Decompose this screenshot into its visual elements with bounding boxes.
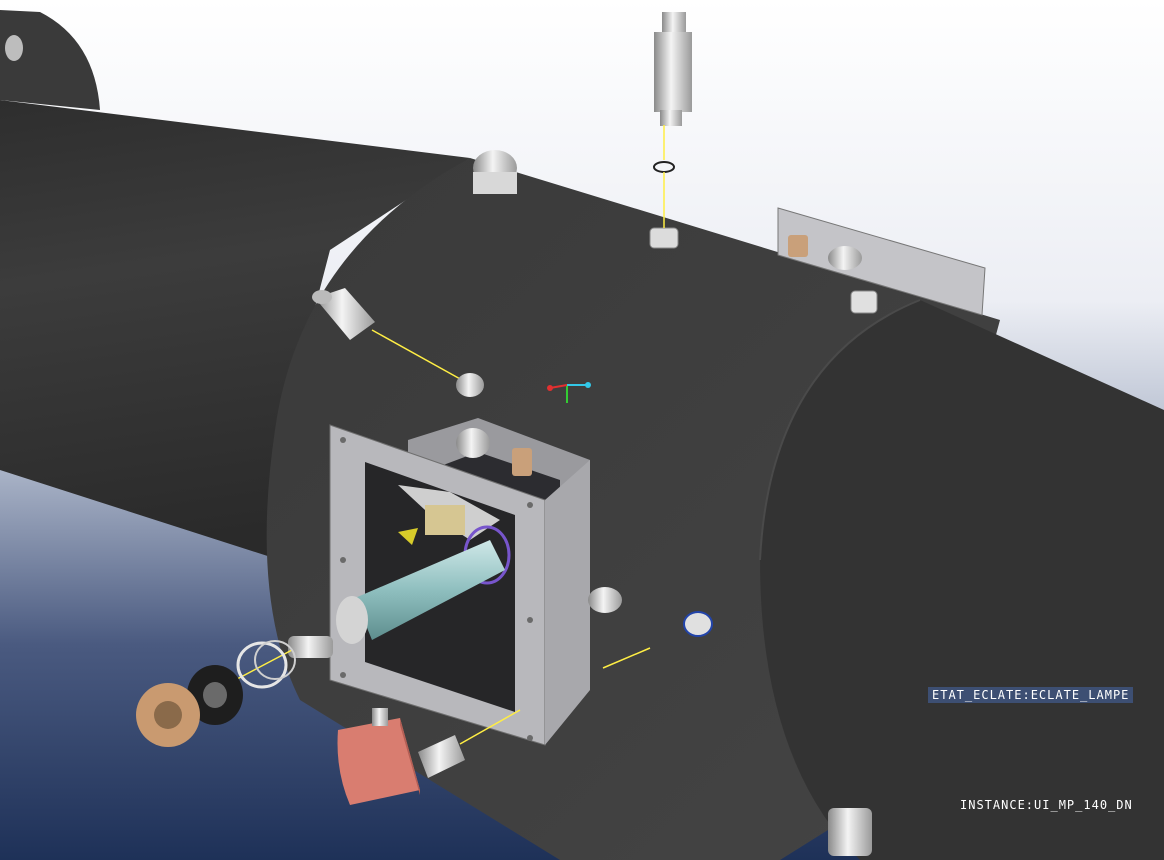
red-block-stud <box>372 708 388 726</box>
right-cone <box>760 300 1164 860</box>
sensor-body <box>654 32 692 112</box>
top-nut-base <box>473 172 517 194</box>
explode-line-5 <box>459 709 521 745</box>
spring-rings <box>236 640 296 689</box>
lamp-connector <box>425 505 465 535</box>
explode-state-label: ETAT_ECLATE:ECLATE_LAMPE <box>928 687 1134 703</box>
housing-top-fitting <box>456 428 490 458</box>
flange-hole <box>5 35 23 61</box>
rear-fitting <box>828 246 862 270</box>
rear-flange <box>777 207 986 316</box>
lamp-tube <box>288 540 505 658</box>
explode-line-3 <box>371 329 463 381</box>
left-cone <box>0 100 470 560</box>
flange-top-left <box>0 10 100 110</box>
bottom-fitting <box>828 808 872 856</box>
rear-copper-fitting <box>788 235 808 257</box>
small-bushing-right <box>683 611 713 637</box>
side-pin <box>312 288 375 340</box>
explode-line-6 <box>602 647 651 669</box>
side-fitting-right <box>588 587 622 613</box>
side-bushing <box>456 373 484 397</box>
sensor-top-cap <box>662 12 686 34</box>
red-block <box>337 718 420 805</box>
housing-copper-fitting <box>512 448 532 476</box>
instance-label: INSTANCE:UI_MP_140_DN <box>960 798 1133 812</box>
right-bushing <box>850 290 878 314</box>
top-bushing <box>649 227 679 249</box>
small-clip <box>398 528 418 545</box>
red-block-connector <box>418 735 465 778</box>
coordinate-triad <box>547 382 591 403</box>
